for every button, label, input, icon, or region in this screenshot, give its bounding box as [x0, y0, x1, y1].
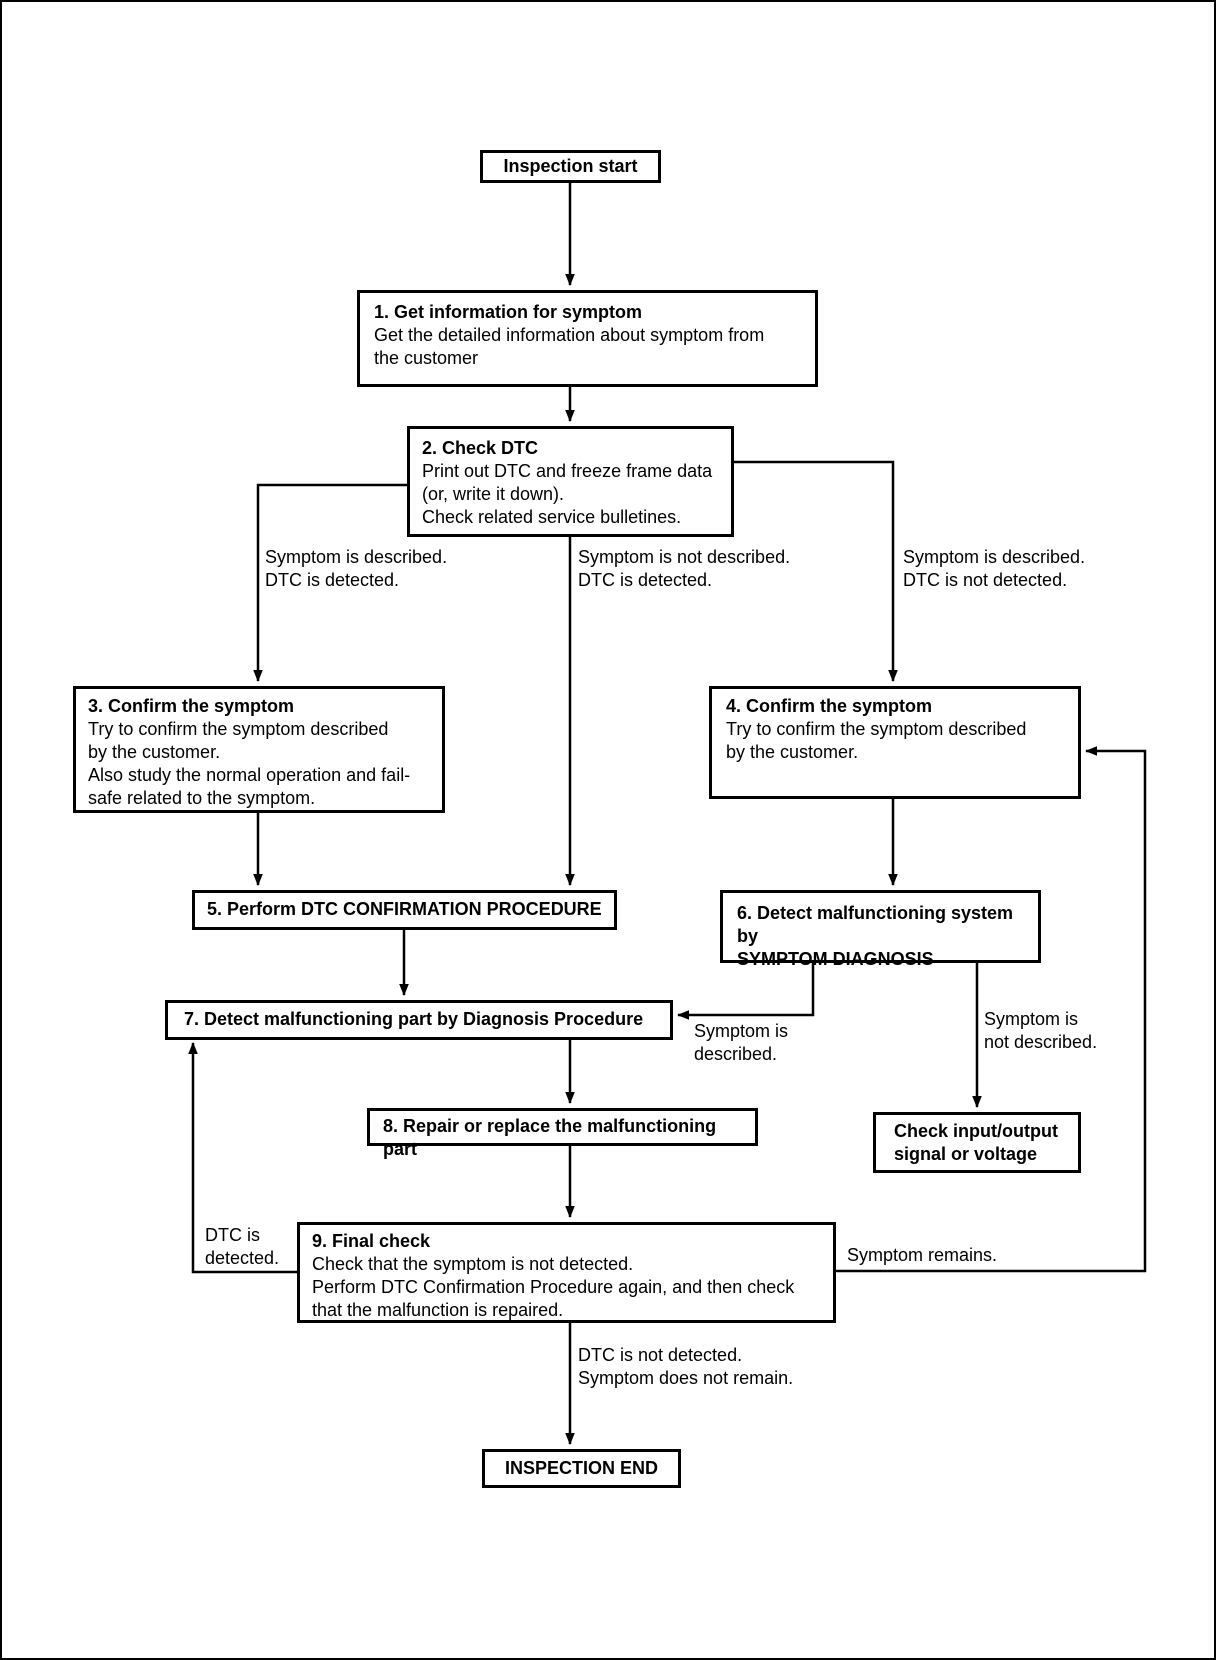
node-title: 4. Confirm the symptom [726, 696, 933, 716]
node-step7-detect-malfunctioning-part: 7. Detect malfunctioning part by Diagnos… [165, 1000, 673, 1040]
node-text-line: Get the detailed information about sympt… [374, 325, 765, 345]
edge-label-line: DTC is detected. [265, 570, 400, 590]
node-title: 6. Detect malfunctioning system by [737, 903, 1014, 946]
node-text-line: safe related to the symptom. [88, 788, 316, 808]
edge-label-symptom-is-not-described: Symptom is not described. [984, 1008, 1097, 1054]
node-check-input-output: Check input/output signal or voltage [873, 1112, 1081, 1173]
node-step5-dtc-confirmation: 5. Perform DTC CONFIRMATION PROCEDURE [192, 890, 617, 930]
edge-label-line: detected. [205, 1248, 280, 1268]
node-title: Inspection start [503, 156, 638, 176]
node-title: 8. Repair or replace the malfunctioning … [383, 1116, 717, 1159]
node-text-line: Check related service bulletines. [422, 507, 682, 527]
edge-label-line: Symptom remains. [847, 1245, 998, 1265]
node-step1-get-information: 1. Get information for symptom Get the d… [357, 290, 818, 387]
edge-label-symptom-remains: Symptom remains. [847, 1244, 997, 1267]
node-title: 1. Get information for symptom [374, 302, 643, 322]
node-step8-repair-replace: 8. Repair or replace the malfunctioning … [367, 1108, 758, 1159]
node-title: INSPECTION END [504, 1458, 659, 1478]
edge-label-line: DTC is detected. [578, 570, 713, 590]
node-text-line: Print out DTC and freeze frame data [422, 461, 713, 481]
connector-step2-to-step3 [253, 483, 407, 682]
node-inspection-end: INSPECTION END [482, 1449, 681, 1488]
node-step6-detect-malfunctioning-system: 6. Detect malfunctioning system by SYMPT… [720, 890, 1041, 969]
node-text-line: the customer [374, 348, 479, 368]
edge-label-symptom-is-described: Symptom is described. [694, 1020, 788, 1066]
node-text-line: Try to confirm the symptom described [88, 719, 389, 739]
edge-label-symptom-described-dtc-not-detected: Symptom is described. DTC is not detecte… [903, 546, 1085, 592]
node-inspection-start: Inspection start [480, 150, 661, 183]
node-title: signal or voltage [894, 1144, 1038, 1164]
node-text-line: that the malfunction is repaired. [312, 1300, 564, 1320]
edge-label-line: DTC is [205, 1225, 260, 1245]
edge-label-line: Symptom is [984, 1009, 1079, 1029]
node-text-line: Try to confirm the symptom described [726, 719, 1027, 739]
node-title: SYMPTOM DIAGNOSIS [737, 949, 934, 969]
edge-label-line: DTC is not detected. [578, 1345, 743, 1365]
node-text-line: Check that the symptom is not detected. [312, 1254, 634, 1274]
node-title: 7. Detect malfunctioning part by Diagnos… [184, 1009, 644, 1029]
edge-label-line: not described. [984, 1032, 1098, 1052]
node-title: 9. Final check [312, 1231, 431, 1251]
node-text-line: Also study the normal operation and fail… [88, 765, 411, 785]
node-title: 2. Check DTC [422, 438, 539, 458]
edge-label-inspection-end-condition: DTC is not detected. Symptom does not re… [578, 1344, 793, 1390]
connector-step9-to-step7-dtc-detected [188, 1042, 297, 1274]
node-text-line: by the customer. [88, 742, 221, 762]
edge-label-line: described. [694, 1044, 778, 1064]
edge-label-line: Symptom is described. [265, 547, 448, 567]
edge-label-line: Symptom is [694, 1021, 789, 1041]
node-text-line: (or, write it down). [422, 484, 565, 504]
connector-step6-to-step7 [677, 963, 815, 1020]
edge-label-symptom-described-dtc-detected: Symptom is described. DTC is detected. [265, 546, 447, 592]
edge-label-dtc-is-detected: DTC is detected. [205, 1224, 279, 1270]
node-step9-final-check: 9. Final check Check that the symptom is… [297, 1222, 836, 1323]
node-title: Check input/output [894, 1121, 1058, 1141]
node-text-line: Perform DTC Confirmation Procedure again… [312, 1277, 795, 1297]
node-title: 3. Confirm the symptom [88, 696, 295, 716]
edge-label-line: Symptom is not described. [578, 547, 791, 567]
node-step2-check-dtc: 2. Check DTC Print out DTC and freeze fr… [407, 426, 734, 537]
edge-label-line: Symptom is described. [903, 547, 1086, 567]
connector-step9-to-step4-symptom-remains [835, 746, 1147, 1273]
connector-step2-to-step4 [734, 460, 898, 682]
node-step3-confirm-symptom: 3. Confirm the symptom Try to confirm th… [73, 686, 445, 813]
edge-label-line: Symptom does not remain. [578, 1368, 794, 1388]
edge-label-line: DTC is not detected. [903, 570, 1068, 590]
edge-label-symptom-not-described-dtc-detected: Symptom is not described. DTC is detecte… [578, 546, 790, 592]
node-text-line: by the customer. [726, 742, 859, 762]
node-title: 5. Perform DTC CONFIRMATION PROCEDURE [207, 899, 602, 919]
node-step4-confirm-symptom: 4. Confirm the symptom Try to confirm th… [709, 686, 1081, 799]
